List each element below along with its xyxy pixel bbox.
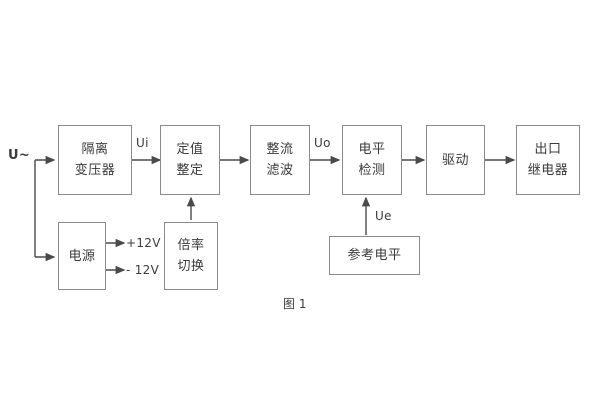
- block-multiplier-switch[interactable]: 倍率 切换: [164, 222, 218, 290]
- block-level-detection-line-2: 检测: [358, 163, 386, 178]
- block-isolation-transformer-line-1: 隔离: [81, 142, 109, 157]
- block-drive-line-1: 驱动: [441, 152, 469, 168]
- block-output-relay-line-1: 出口: [534, 142, 562, 157]
- block-drive[interactable]: 驱动: [426, 125, 485, 195]
- block-rectify-filter[interactable]: 整流 滤波: [250, 125, 310, 195]
- block-level-detection[interactable]: 电平 检测: [342, 125, 402, 195]
- signal-label-ui: Ui: [136, 136, 149, 150]
- block-reference-level[interactable]: 参考电平: [329, 236, 420, 275]
- block-rectify-filter-line-2: 滤波: [266, 163, 294, 178]
- rail-label-negative: - 12V: [126, 263, 160, 277]
- figure-caption: 图 1: [283, 297, 307, 311]
- block-setting-value-line-2: 整定: [176, 163, 204, 178]
- input-source-label: U~: [8, 148, 31, 163]
- signal-label-ue: Ue: [375, 209, 392, 223]
- block-setting-value[interactable]: 定值 整定: [160, 125, 220, 195]
- block-output-relay-line-2: 继电器: [527, 163, 569, 178]
- signal-label-uo: Uo: [314, 136, 331, 150]
- rail-label-positive: +12V: [126, 236, 161, 250]
- block-reference-level-line-1: 参考电平: [347, 248, 402, 263]
- block-isolation-transformer[interactable]: 隔离 变压器: [58, 125, 132, 195]
- block-rectify-filter-line-1: 整流: [266, 142, 294, 157]
- block-multiplier-switch-line-2: 切换: [177, 259, 205, 274]
- block-multiplier-switch-line-1: 倍率: [177, 238, 205, 253]
- block-setting-value-line-1: 定值: [176, 142, 204, 157]
- block-power-supply-line-1: 电源: [68, 248, 96, 264]
- block-isolation-transformer-line-2: 变压器: [74, 163, 116, 178]
- block-level-detection-line-1: 电平: [358, 142, 386, 157]
- block-output-relay[interactable]: 出口 继电器: [516, 125, 580, 195]
- block-power-supply[interactable]: 电源: [58, 222, 106, 290]
